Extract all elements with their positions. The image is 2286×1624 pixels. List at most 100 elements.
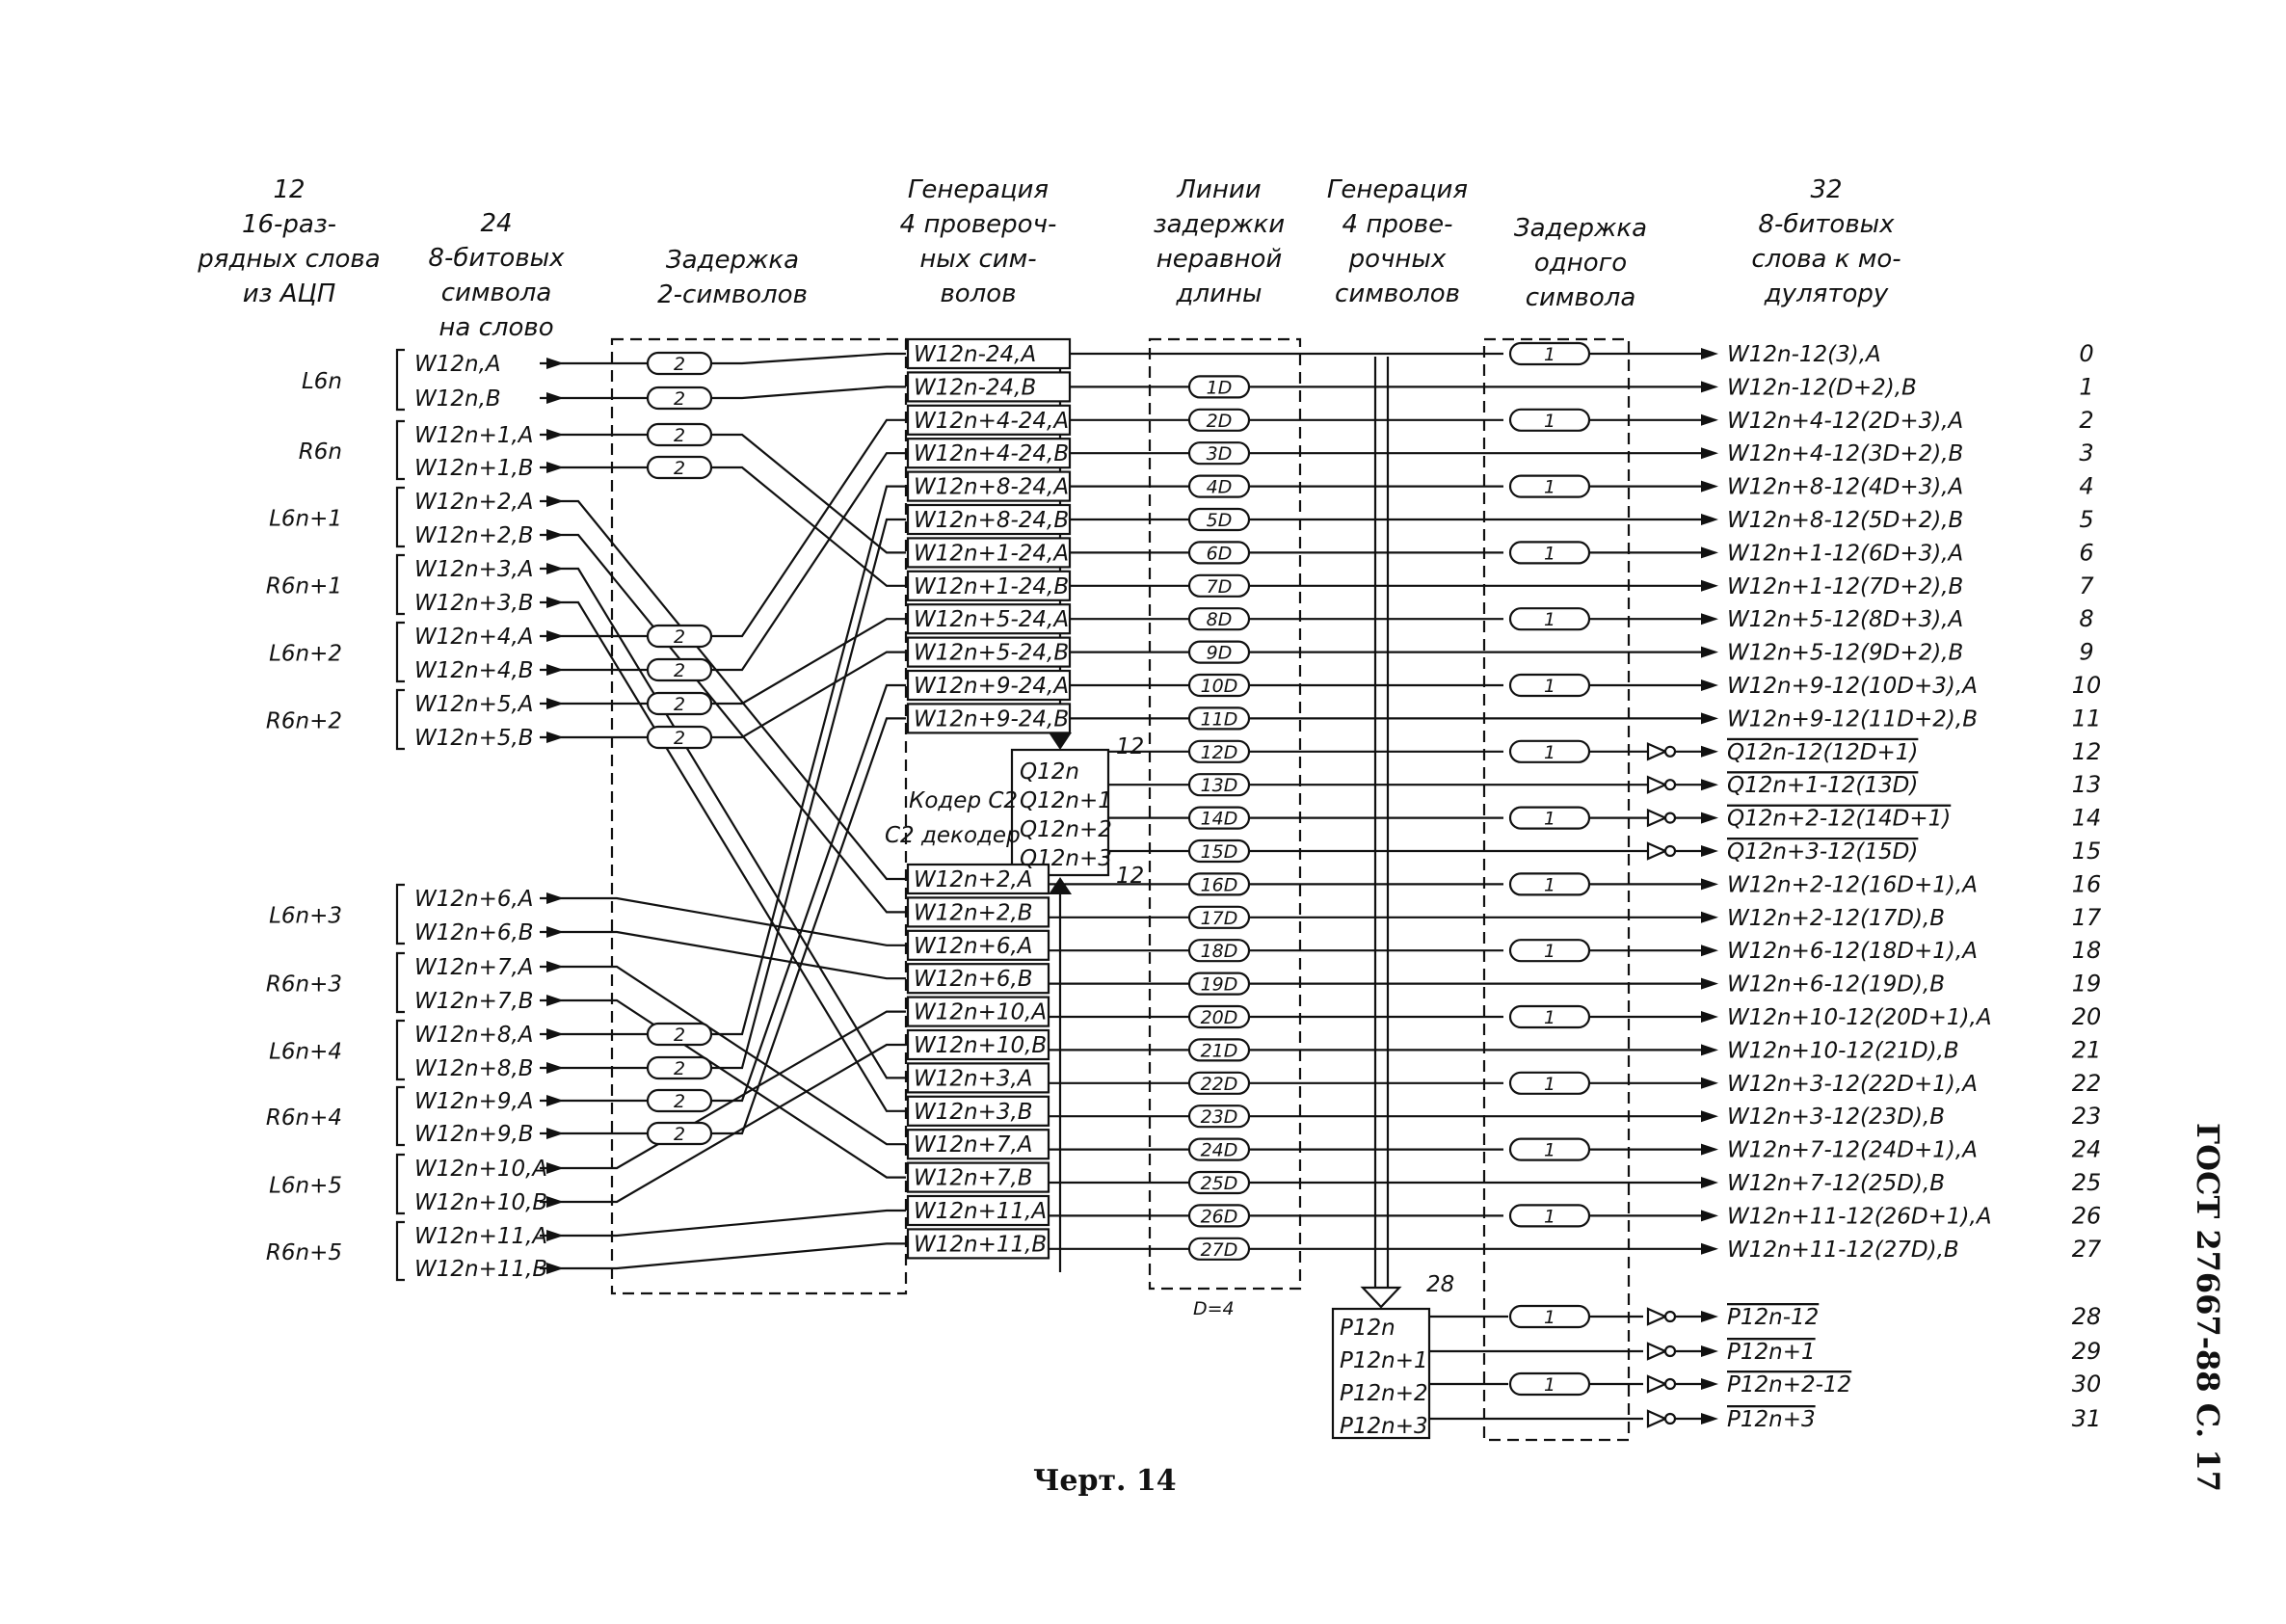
arrow-head [1049,732,1072,750]
delay-line-element [1187,607,1251,631]
encoder-input-cell [906,470,1072,502]
inverter-bubble [1663,844,1677,858]
input-label: W12n+3,A [414,557,534,582]
delay-line-element [1187,408,1251,432]
p-output-label: P12n [1340,1316,1396,1341]
delay1-element-label: 1 [1544,1307,1555,1328]
encoder-input-label: W12n+4-24,B [914,441,1069,466]
output-label: W12n+7-12(24D+1),A [1727,1138,1978,1163]
delay2-element [646,1055,713,1080]
encoder-output-label: W12n+11,B [914,1232,1047,1257]
delay1-element-label: 1 [1544,1140,1555,1161]
input-label: W12n+8,B [414,1056,534,1081]
input-label: W12n+6,B [414,920,534,945]
input-label: W12n+1,B [414,456,534,481]
output-number: 8 [2079,605,2093,632]
header-h_sym-1: 8-битовых [428,244,565,273]
input-arrow [546,926,564,938]
delay1-element-label: 1 [1544,411,1555,432]
delay2-element [646,624,713,649]
encoder-input-cell [906,603,1072,635]
delay-line-element [1187,939,1251,963]
header-h_gen2-1: 4 прове- [1342,210,1453,239]
output-number: 1 [2079,373,2093,400]
delay-line-element-label: 13D [1201,775,1238,796]
output-number: 15 [2072,838,2102,865]
input-arrow [546,1095,564,1106]
output-number: 16 [2072,870,2102,897]
output-label: W12n+8-12(5D+2),B [1727,508,1963,533]
group-label: L6n+2 [269,642,342,667]
output-arrow [1701,1011,1718,1023]
output-arrow [1701,745,1718,758]
input-arrow [546,529,564,541]
inverter-triangle [1646,742,1668,761]
input-label: W12n+5,A [414,692,534,717]
encoder-input-label: W12n+1-24,B [914,574,1069,599]
group-bracket [395,883,405,945]
output-number: 22 [2072,1070,2102,1097]
encoder-output-label: W12n+7,A [914,1132,1033,1158]
output-arrow [1701,845,1718,857]
output-number: 11 [2072,705,2102,732]
crossover-wire [711,418,906,638]
output-number: 0 [2079,340,2093,367]
output-number: 20 [2072,1003,2102,1030]
output-label: W12n+8-12(4D+3),A [1727,475,1963,500]
encoder-output-label: W12n+6,A [914,934,1033,959]
input-label: W12n+7,B [414,989,534,1014]
output-number: 12 [2072,738,2102,765]
p-count-label: 28 [1426,1272,1454,1297]
delay2-element-label: 2 [674,1025,685,1046]
header-h_lines-0: Линии [1176,175,1261,204]
p-output-label: P12n+3 [1340,1414,1428,1439]
header-h_gen2-3: символов [1335,280,1460,308]
output-arrow [1701,381,1718,393]
input-arrow [546,892,564,904]
output-number: 18 [2072,937,2102,964]
delay-line-element-label: 20D [1201,1007,1238,1028]
encoder-input-label: W12n-24,A [914,342,1036,367]
inverter-bubble [1663,779,1677,791]
inverter-bubble [1663,1344,1677,1358]
output-label: P12n+3 [1727,1407,1816,1432]
output-arrow [1701,447,1718,460]
delay2-element-label: 2 [674,1124,685,1145]
output-arrow [1701,1242,1718,1255]
output-label: W12n+10-12(21D),B [1727,1038,1959,1063]
header-h_gen1-2: ных сим- [919,245,1036,274]
p-generator-box [1331,1307,1431,1440]
delay-line-element-label: 14D [1201,809,1238,830]
delay1-element [1508,739,1591,763]
delay-line-element-label: 19D [1201,974,1238,996]
delay-line-element [1187,905,1251,929]
encoder-input-cell [906,438,1072,469]
header-h_sym-2: символа [441,279,552,307]
output-label: P12n-12 [1727,1305,1819,1330]
q-output-label: Q12n [1020,759,1079,785]
group-label: R6n+4 [266,1105,342,1131]
delay-line-element-label: 2D [1207,411,1233,432]
encoder-input-cell [906,570,1072,601]
output-number: 27 [2072,1236,2102,1263]
encoder-output-cell [906,1161,1050,1193]
crossover-wire [711,386,906,400]
delay1-element [1508,872,1591,896]
delay1-element [1508,1071,1591,1095]
encoder-output-cell [906,1194,1050,1227]
output-arrow [1701,1177,1718,1188]
group-label: R6n+3 [266,972,342,998]
delay-line-element [1187,739,1251,763]
header-h_out-3: дулятору [1764,280,1889,308]
q-count-bottom: 12 [1116,864,1144,889]
header-h_out-1: 8-битовых [1758,210,1895,239]
encoder-output-label: W12n+11,A [914,1199,1047,1224]
group-label: R6n+1 [266,574,342,599]
header-h_adc-3: из АЦП [243,280,336,308]
encoder-input-label: W12n+5-24,B [914,641,1069,666]
output-number: 17 [2072,904,2102,931]
header-h_lines-2: неравной [1156,245,1283,274]
group-bracket [395,419,405,481]
